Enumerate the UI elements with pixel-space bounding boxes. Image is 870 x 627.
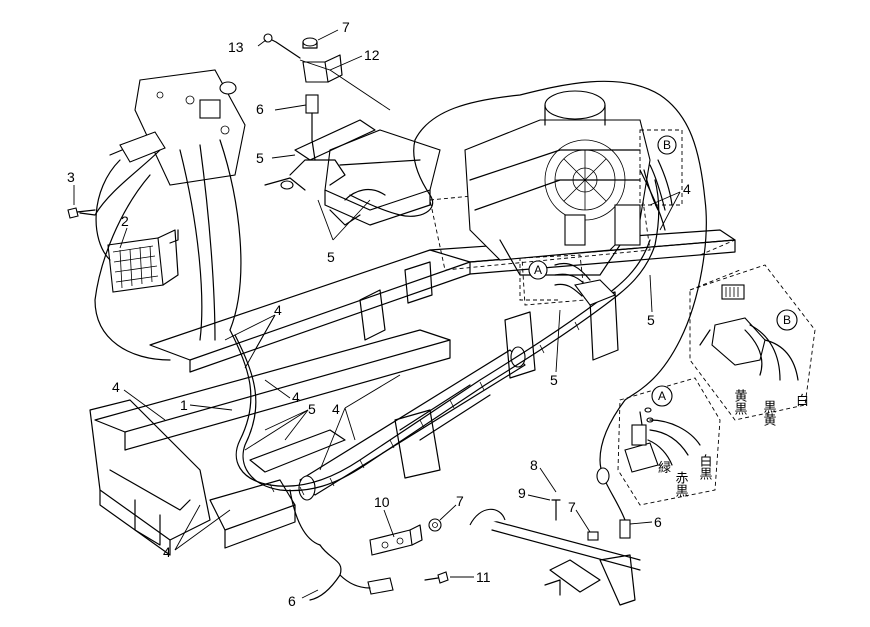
callout-8: 8 [530, 457, 538, 473]
bracket-10 [369, 524, 423, 556]
callout-9: 9 [518, 485, 526, 501]
label-b-black-yellow: 黒黄 [761, 400, 777, 426]
callout-7-top: 7 [342, 19, 350, 35]
switch-bracket [263, 33, 346, 191]
callout-5-right-mid: 5 [550, 372, 558, 388]
detail-a-panel: A [617, 377, 721, 506]
callout-12: 12 [364, 47, 380, 63]
callout-4-bottom-left: 4 [163, 544, 171, 560]
lamp [107, 229, 179, 293]
label-b-yellow-black-1: 黄黒 [732, 389, 748, 416]
callout-4-mid: 4 [292, 389, 300, 405]
callout-4-left-mid: 4 [274, 302, 282, 318]
callout-5-right: 5 [647, 312, 655, 328]
callout-5-mid: 5 [308, 401, 316, 417]
detail-a-marker: A [534, 263, 542, 277]
label-a-green: 緑 [658, 461, 671, 476]
callout-1: 1 [180, 397, 188, 413]
callout-4-harness: 4 [332, 401, 340, 417]
label-a-white-black: 白黒 [697, 453, 713, 481]
detail-b-panel-marker: B [783, 313, 791, 327]
nut-7-bottom [428, 518, 442, 532]
bolt-11 [424, 571, 449, 584]
callout-7-right: 7 [568, 499, 576, 515]
callout-4-left: 4 [112, 379, 120, 395]
detail-b-panel: B [689, 239, 816, 421]
callout-3: 3 [67, 169, 75, 185]
callout-10: 10 [374, 494, 390, 510]
callout-13: 13 [228, 39, 244, 55]
detail-a-panel-marker: A [658, 389, 666, 403]
callout-5-top-mid: 5 [327, 249, 335, 265]
detail-a-inline: A [521, 254, 616, 306]
callout-6-bottom: 6 [288, 593, 296, 609]
battery-tray [294, 119, 441, 226]
callout-11: 11 [476, 569, 491, 585]
callout-4-engine: 4 [683, 181, 691, 197]
callout-6-top: 6 [256, 101, 264, 117]
engine [464, 90, 651, 276]
label-b-white: 白 [796, 393, 809, 409]
detail-b-marker: B [663, 138, 671, 152]
label-a-red-black: 赤黒 [673, 471, 689, 498]
callout-numbers: 7 13 12 6 5 5 3 2 4 4 1 4 5 4 4 4 5 5 10… [67, 19, 691, 609]
callout-2: 2 [121, 213, 129, 229]
callout-7-bottom: 7 [456, 493, 464, 509]
screw-3 [67, 207, 96, 219]
leader-lines [73, 29, 681, 599]
detail-b-inline: B [639, 129, 683, 211]
callout-5-top-left: 5 [256, 150, 264, 166]
pedal-linkage [469, 499, 641, 606]
callout-6-right: 6 [654, 514, 662, 530]
left-mount-plate [109, 69, 246, 186]
wire-color-labels: 黄黒 黒黄 白 白黒 赤黒 緑 [658, 389, 809, 498]
chassis-frame [89, 229, 736, 556]
